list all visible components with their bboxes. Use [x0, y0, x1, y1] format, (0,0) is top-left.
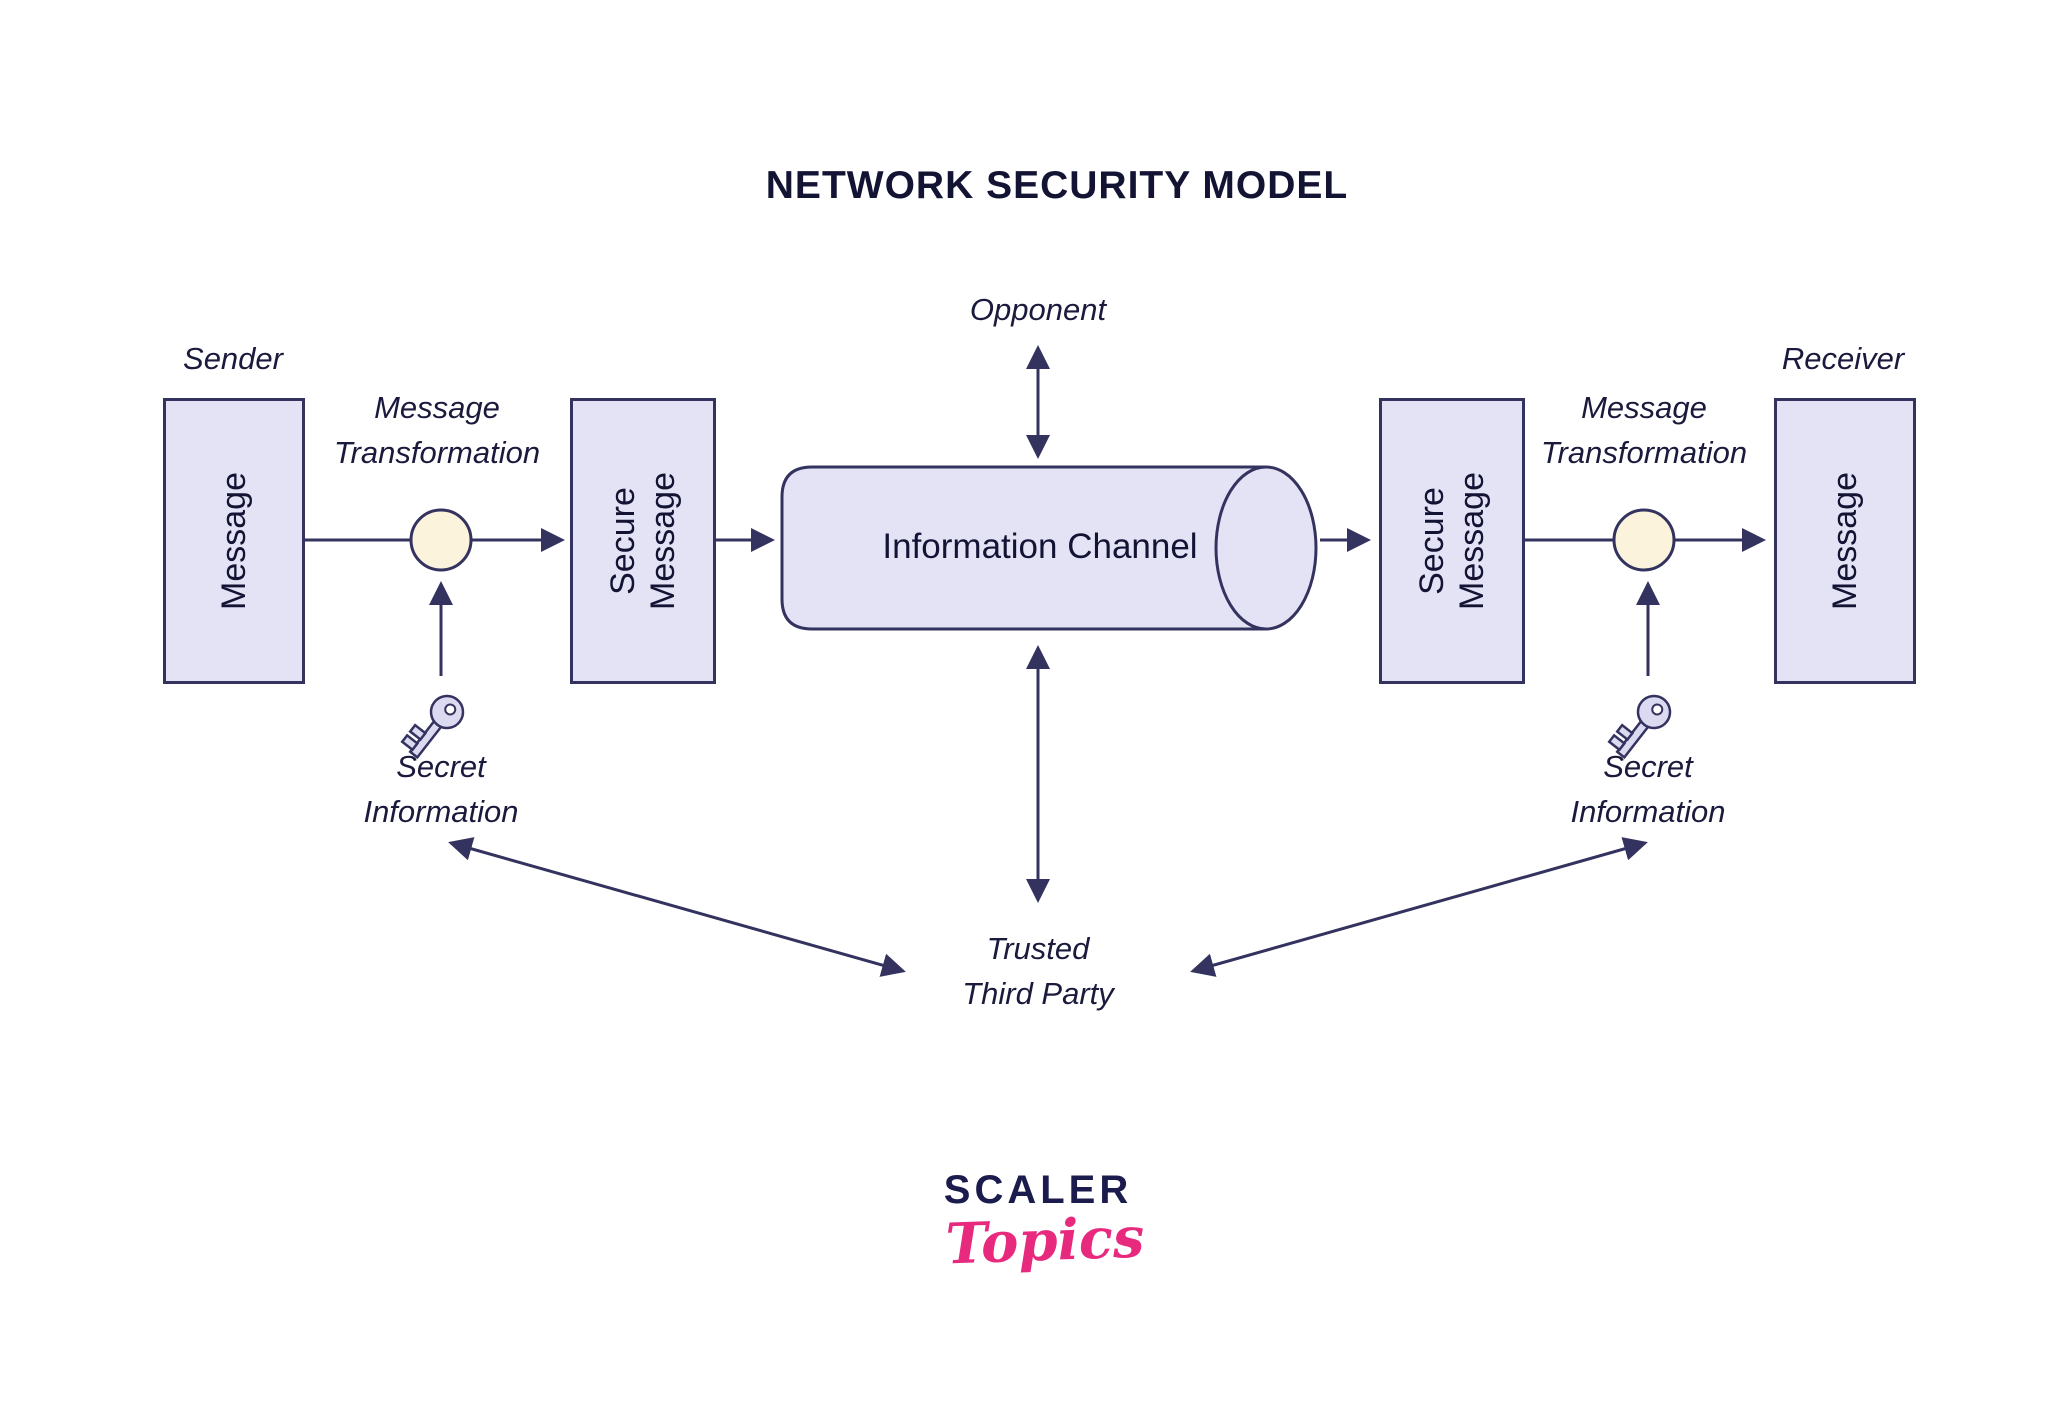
secure-message-box-left: Secure Message	[570, 398, 716, 684]
secret-information-label-left: Secret Information	[363, 749, 519, 829]
message-box-left-label: Message	[215, 472, 253, 610]
secure-message-box-right-label: Secure Message	[1413, 472, 1491, 610]
cylinder-cap	[1214, 465, 1318, 631]
secure-message-box-left-label: Secure Message	[604, 472, 682, 610]
diagram-title: NETWORK SECURITY MODEL	[765, 164, 1349, 207]
transform-circle-right	[1612, 508, 1676, 572]
transform-circle-left	[409, 508, 473, 572]
message-transformation-label-right: Message Transformation	[1540, 390, 1748, 470]
scaler-logo-text: SCALER	[943, 1168, 1133, 1212]
secret-information-label-right: Secret Information	[1570, 749, 1726, 829]
secure-message-box-right: Secure Message	[1379, 398, 1525, 684]
receiver-label: Receiver	[1781, 341, 1905, 376]
information-channel-cylinder	[780, 465, 1318, 631]
message-box-left: Message	[163, 398, 305, 684]
scaler-topics-logo-script: Topics	[944, 1204, 1146, 1278]
sender-label: Sender	[183, 341, 283, 376]
message-box-right-label: Message	[1826, 472, 1864, 610]
message-box-right: Message	[1774, 398, 1916, 684]
message-transformation-label-left: Message Transformation	[333, 390, 541, 470]
key-icon-left	[400, 694, 465, 760]
cylinder-body	[780, 465, 1266, 631]
key-icon-right	[1607, 694, 1672, 760]
opponent-label: Opponent	[969, 292, 1107, 327]
information-channel-label: Information Channel	[882, 527, 1198, 566]
arrow-secret-right-trusted-third-party	[1190, 837, 1648, 977]
trusted-third-party-label: Trusted Third Party	[962, 931, 1114, 1011]
arrow-secret-left-trusted-third-party	[448, 837, 906, 977]
